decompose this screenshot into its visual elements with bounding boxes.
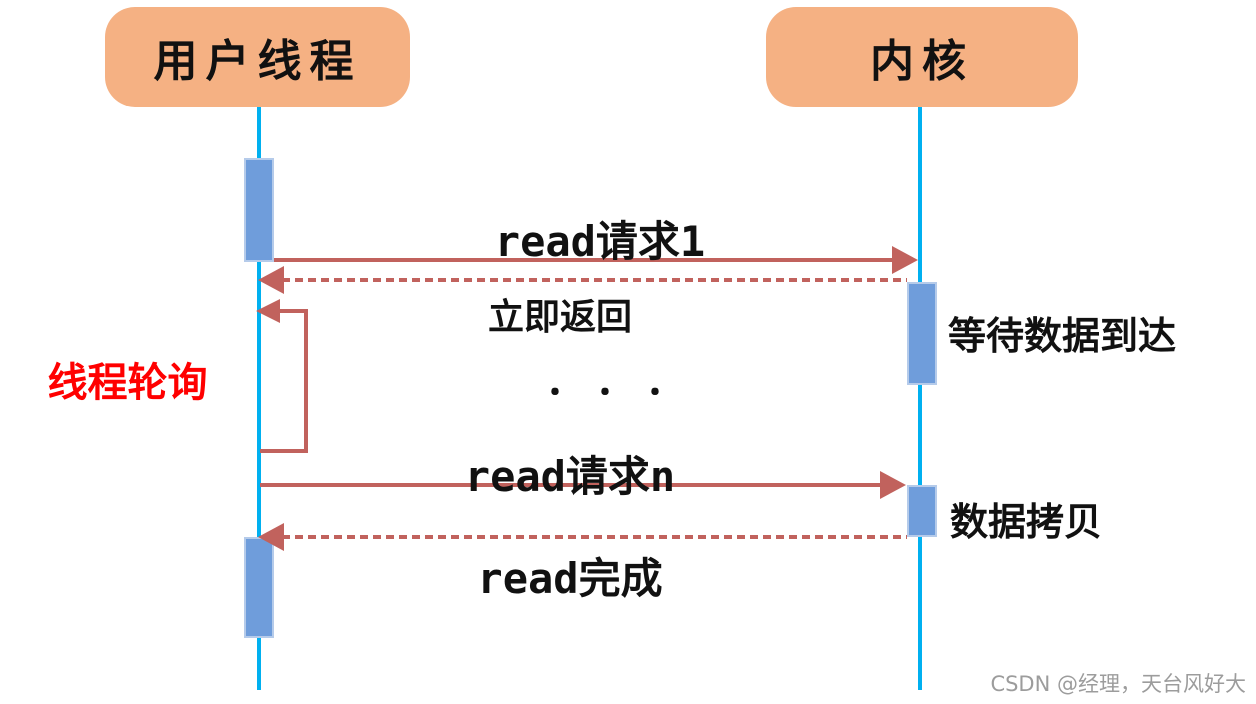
arrow-immediate-return-line: [282, 278, 907, 282]
arrow-read-complete-line: [282, 535, 907, 539]
actor-kernel: 内核: [766, 7, 1078, 107]
message-read-request-1-label: read请求1: [494, 217, 706, 266]
arrowhead-right-icon: [880, 471, 906, 499]
activation-kernel-wait-data: [907, 282, 937, 385]
actor-user-thread: 用户线程: [105, 7, 410, 107]
arrow-read-request-n-line: [260, 483, 880, 487]
arrowhead-left-icon: [256, 299, 280, 323]
polling-loop-shape: [260, 309, 308, 453]
arrowhead-right-icon: [892, 246, 918, 274]
message-read-complete-label: read完成: [477, 554, 663, 603]
arrow-read-request-1-line: [274, 258, 892, 262]
actor-user-thread-label: 用户线程: [153, 36, 362, 87]
kernel-data-copy-label: 数据拷贝: [950, 500, 1103, 544]
message-immediate-return-label: 立即返回: [487, 297, 632, 338]
thread-polling-label: 线程轮询: [47, 360, 208, 406]
arrowhead-left-icon: [258, 523, 284, 551]
message-read-request-n-label: read请求n: [464, 452, 676, 501]
csdn-watermark: CSDN @经理，天台风好大: [990, 672, 1246, 696]
activation-user-2: [244, 537, 274, 638]
lifeline-kernel: [918, 107, 922, 690]
lifeline-user-thread: [257, 107, 261, 690]
activation-user-1: [244, 158, 274, 262]
ellipsis-label: ・・・: [540, 376, 690, 411]
actor-kernel-label: 内核: [870, 36, 974, 87]
arrowhead-left-icon: [258, 266, 284, 294]
kernel-wait-data-label: 等待数据到达: [948, 314, 1177, 358]
activation-kernel-data-copy: [907, 485, 937, 537]
